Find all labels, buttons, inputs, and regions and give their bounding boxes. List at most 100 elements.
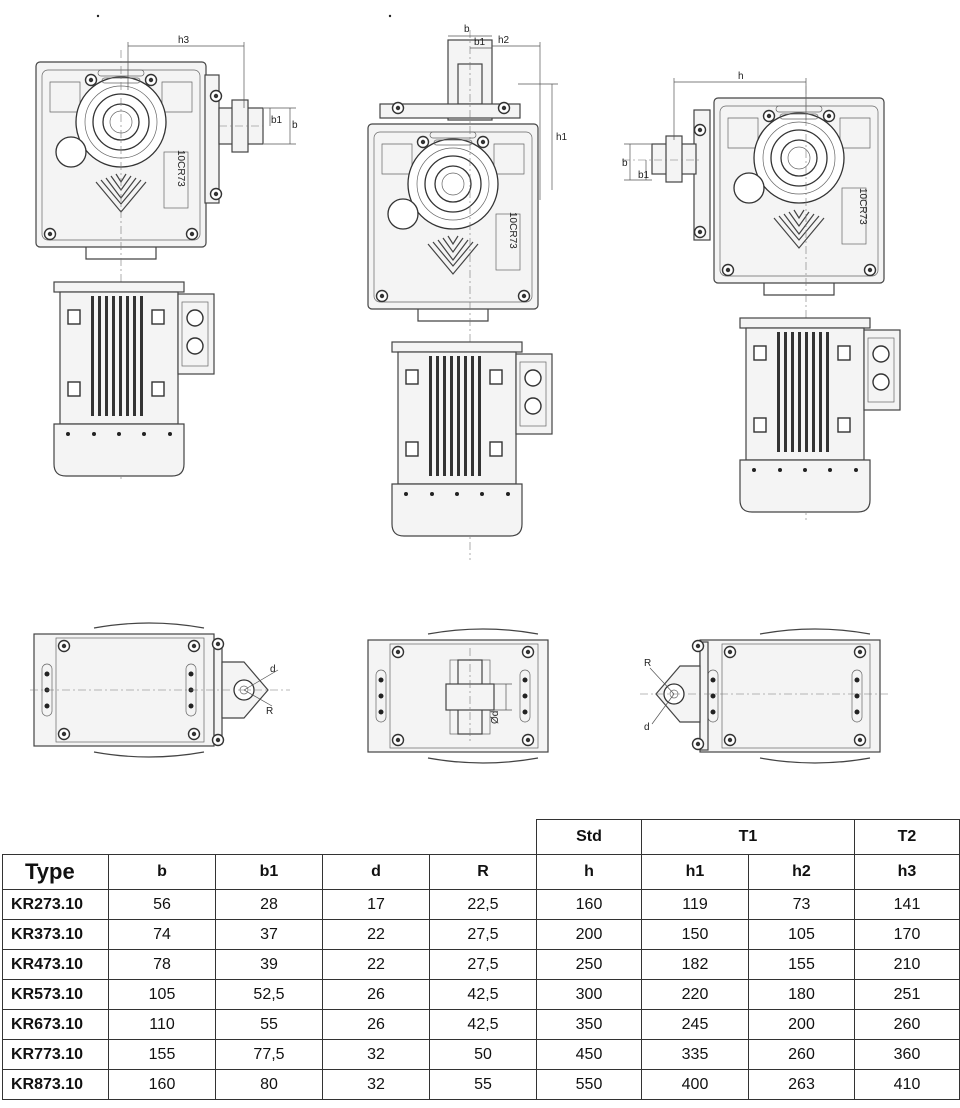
- value-cell-b1: 77,5: [215, 1039, 323, 1070]
- value-cell-r: 27,5: [429, 919, 537, 950]
- value-cell-b: 56: [108, 889, 216, 920]
- value-cell-d: 26: [322, 979, 430, 1010]
- dim-shaft-label: Ød: [490, 711, 501, 724]
- value-cell-h2: 73: [748, 889, 855, 920]
- dim-d-label: d: [270, 664, 276, 675]
- value-cell-r: 42,5: [429, 1009, 537, 1040]
- value-cell-b1: 39: [215, 949, 323, 980]
- type-cell: KR773.10: [2, 1039, 109, 1070]
- view-t1-top: Ød: [368, 629, 548, 763]
- header-r: R: [429, 854, 537, 890]
- header-h1: h1: [641, 854, 749, 890]
- value-cell-h: 450: [536, 1039, 642, 1070]
- value-cell-r: 42,5: [429, 979, 537, 1010]
- view-t1-side: b b1 h2 h1 10CR73: [368, 24, 568, 560]
- group-header-row: Std T1 T2: [2, 819, 960, 855]
- value-cell-h1: 150: [641, 919, 749, 950]
- value-cell-b1: 80: [215, 1069, 323, 1100]
- dim-b1-label-2: b1: [474, 37, 486, 48]
- value-cell-d: 32: [322, 1069, 430, 1100]
- dim-r-label-2: R: [644, 658, 651, 669]
- value-cell-h2: 200: [748, 1009, 855, 1040]
- value-cell-h3: 210: [854, 949, 960, 980]
- view-t2-top: d R: [30, 623, 290, 757]
- header-b1: b1: [215, 854, 323, 890]
- value-cell-h: 350: [536, 1009, 642, 1040]
- dimension-table: Std T1 T2 Type b b1 d R h h1 h2 h3 KR273…: [2, 819, 960, 1100]
- value-cell-h: 550: [536, 1069, 642, 1100]
- value-cell-h3: 260: [854, 1009, 960, 1040]
- group-t2: T2: [854, 819, 960, 855]
- value-cell-b: 78: [108, 949, 216, 980]
- value-cell-h1: 220: [641, 979, 749, 1010]
- value-cell-h3: 251: [854, 979, 960, 1010]
- dim-r-label: R: [266, 706, 273, 717]
- value-cell-b1: 55: [215, 1009, 323, 1040]
- group-std: Std: [536, 819, 642, 855]
- dim-b1-label: b1: [271, 115, 283, 126]
- value-cell-d: 17: [322, 889, 430, 920]
- gear-plate-label-2: 10CR73: [507, 212, 518, 249]
- value-cell-h3: 360: [854, 1039, 960, 1070]
- value-cell-h2: 263: [748, 1069, 855, 1100]
- value-cell-h3: 410: [854, 1069, 960, 1100]
- value-cell-d: 32: [322, 1039, 430, 1070]
- dim-d-label-2: d: [644, 722, 650, 733]
- value-cell-h2: 155: [748, 949, 855, 980]
- value-cell-b1: 37: [215, 919, 323, 950]
- value-cell-h: 200: [536, 919, 642, 950]
- value-cell-h1: 119: [641, 889, 749, 920]
- value-cell-r: 50: [429, 1039, 537, 1070]
- type-cell: KR273.10: [2, 889, 109, 920]
- dim-h1-label: h1: [556, 132, 568, 143]
- value-cell-b: 160: [108, 1069, 216, 1100]
- gear-plate-label-3: 10CR73: [857, 188, 868, 225]
- column-header-row: Type b b1 d R h h1 h2 h3: [2, 854, 960, 890]
- value-cell-h: 300: [536, 979, 642, 1010]
- type-cell: KR373.10: [2, 919, 109, 950]
- value-cell-r: 22,5: [429, 889, 537, 920]
- value-cell-b: 155: [108, 1039, 216, 1070]
- value-cell-h1: 400: [641, 1069, 749, 1100]
- value-cell-h2: 180: [748, 979, 855, 1010]
- dim-b-label-2: b: [464, 24, 470, 35]
- technical-drawing: h3 b b1 10CR73 b b1 h2 h1 10CR73: [30, 14, 960, 815]
- dim-h2-label: h2: [498, 35, 510, 46]
- type-cell: KR473.10: [2, 949, 109, 980]
- value-cell-h: 250: [536, 949, 642, 980]
- type-cell: KR873.10: [2, 1069, 109, 1100]
- value-cell-h2: 260: [748, 1039, 855, 1070]
- header-h3: h3: [854, 854, 960, 890]
- value-cell-h2: 105: [748, 919, 855, 950]
- view-t2-side: h3 b b1 10CR73: [36, 35, 298, 480]
- dim-b1-label-3: b1: [638, 170, 650, 181]
- header-h2: h2: [748, 854, 855, 890]
- value-cell-r: 27,5: [429, 949, 537, 980]
- value-cell-d: 26: [322, 1009, 430, 1040]
- value-cell-b: 110: [108, 1009, 216, 1040]
- dim-b-label: b: [292, 120, 298, 131]
- value-cell-h1: 335: [641, 1039, 749, 1070]
- value-cell-b: 74: [108, 919, 216, 950]
- value-cell-r: 55: [429, 1069, 537, 1100]
- value-cell-b1: 28: [215, 889, 323, 920]
- value-cell-h1: 245: [641, 1009, 749, 1040]
- view-std-top: R d: [640, 629, 890, 763]
- value-cell-b1: 52,5: [215, 979, 323, 1010]
- value-cell-h3: 141: [854, 889, 960, 920]
- value-cell-b: 105: [108, 979, 216, 1010]
- value-cell-h1: 182: [641, 949, 749, 980]
- group-t1: T1: [641, 819, 855, 855]
- dim-h3-label: h3: [178, 35, 190, 46]
- dim-b-label-3: b: [622, 158, 628, 169]
- type-cell: KR573.10: [2, 979, 109, 1010]
- value-cell-d: 22: [322, 949, 430, 980]
- header-b: b: [108, 854, 216, 890]
